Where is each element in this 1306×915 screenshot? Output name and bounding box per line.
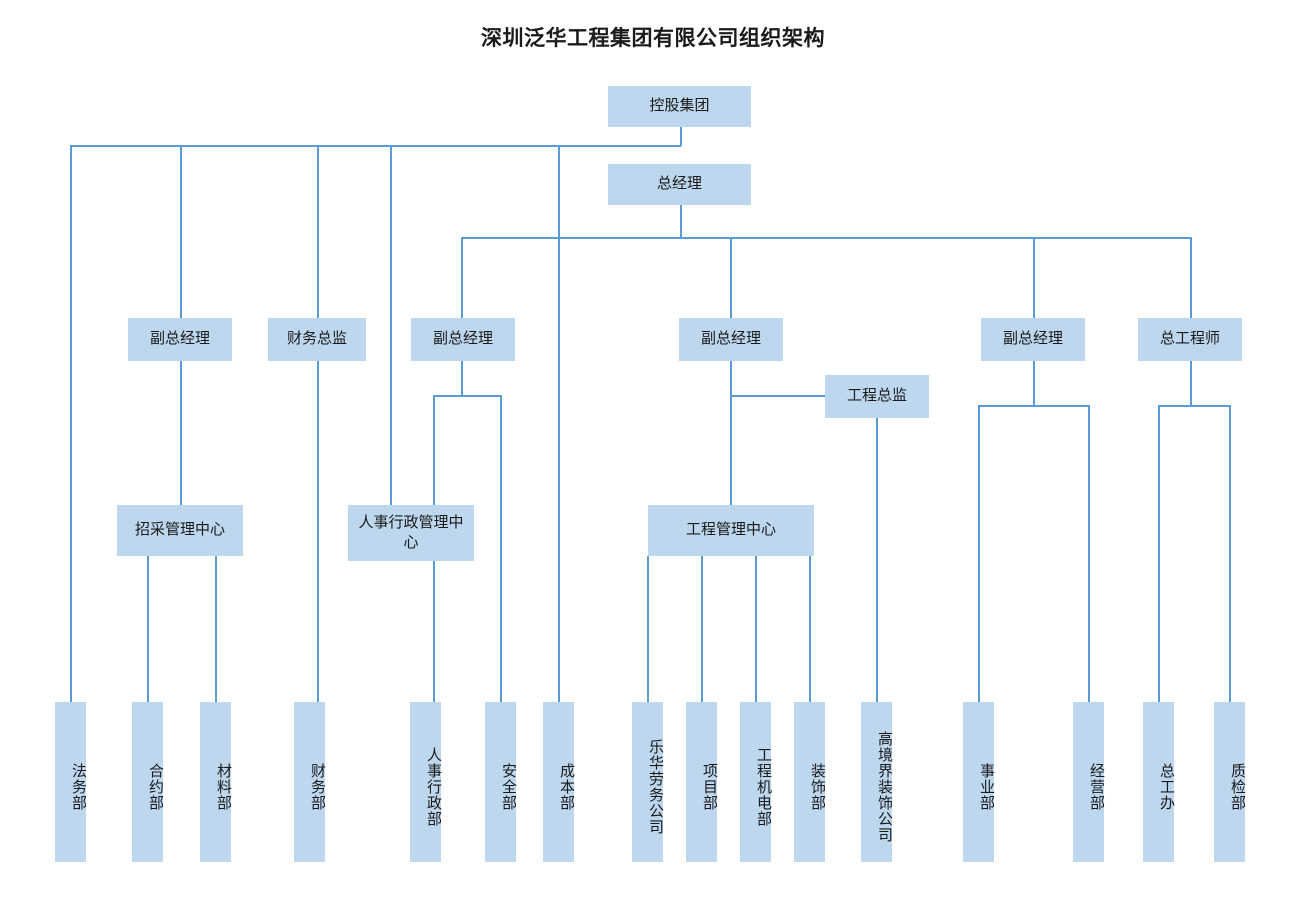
node-label: 总经理 (656, 176, 702, 193)
node-chief-engineer-office[interactable]: 总工办 (1143, 702, 1174, 862)
connector-bus-deputy4 (978, 405, 1089, 407)
connector-chief-engineer-down (1190, 361, 1192, 406)
connector-bus-level2 (461, 237, 1191, 239)
node-label: 安全部 (500, 763, 516, 811)
node-hr-admin-center[interactable]: 人事行政管理中心 (348, 505, 474, 561)
node-finance-dept[interactable]: 财务部 (294, 702, 325, 862)
page-title: 深圳泛华工程集团有限公司组织架构 (481, 27, 825, 50)
connector-hr-center-hr-dept (433, 561, 435, 702)
node-label: 人事行政管理中心 (358, 514, 464, 551)
node-quality-inspection-dept[interactable]: 质检部 (1214, 702, 1245, 862)
node-procurement-center[interactable]: 招采管理中心 (117, 505, 243, 556)
node-deputy-gm-4[interactable]: 副总经理 (981, 318, 1085, 361)
connector-deputy3-engineering-center (730, 361, 732, 505)
connector-drop-finance-director (317, 145, 319, 318)
node-label: 总工程师 (1159, 331, 1220, 348)
node-deputy-gm-3[interactable]: 副总经理 (679, 318, 783, 361)
node-safety-dept[interactable]: 安全部 (485, 702, 516, 862)
connector-bus-chief-engineer (1158, 405, 1230, 407)
node-project-dept[interactable]: 项目部 (686, 702, 717, 862)
node-hr-admin-dept[interactable]: 人事行政部 (410, 702, 441, 862)
node-label: 财务部 (309, 763, 325, 811)
connector-drop-chief-engineer-office (1158, 405, 1160, 702)
connector-holding-down (680, 127, 682, 146)
connector-drop-chief-engineer (1190, 237, 1192, 318)
node-holding-group[interactable]: 控股集团 (608, 86, 751, 127)
connector-deputy2-down (461, 361, 463, 396)
node-cost-dept[interactable]: 成本部 (543, 702, 574, 862)
node-label: 工程机电部 (755, 747, 771, 827)
node-label: 工程管理中心 (685, 522, 776, 539)
connector-engineering-center-lehua (647, 556, 649, 702)
node-engineering-center[interactable]: 工程管理中心 (648, 505, 814, 556)
node-label: 合约部 (147, 763, 163, 811)
node-label: 工程总监 (846, 388, 907, 405)
node-decoration-dept[interactable]: 装饰部 (794, 702, 825, 862)
connector-finance-director-dept (317, 361, 319, 702)
node-label: 控股集团 (649, 98, 710, 115)
connector-deputy3-engineering-director (730, 395, 825, 397)
node-material-dept[interactable]: 材料部 (200, 702, 231, 862)
connector-drop-business-unit (978, 405, 980, 702)
connector-procurement-material (215, 556, 217, 702)
node-legal-dept[interactable]: 法务部 (55, 702, 86, 862)
node-label: 质检部 (1229, 763, 1245, 811)
connector-gm-down (680, 205, 682, 238)
node-label: 副总经理 (700, 331, 761, 348)
connector-deputy4-down (1033, 361, 1035, 406)
connector-bus-level1 (70, 145, 681, 147)
node-label: 副总经理 (1002, 331, 1063, 348)
node-deputy-gm-1[interactable]: 副总经理 (128, 318, 232, 361)
node-label: 高境界装饰公司 (876, 731, 892, 843)
connector-drop-quality-inspection (1229, 405, 1231, 702)
node-gaojingjie-decoration-company[interactable]: 高境界装饰公司 (861, 702, 892, 862)
node-engineering-director[interactable]: 工程总监 (825, 375, 929, 418)
node-finance-director[interactable]: 财务总监 (268, 318, 366, 361)
connector-engineering-director-gaojingjie (876, 418, 878, 702)
node-contract-dept[interactable]: 合约部 (132, 702, 163, 862)
node-label: 经营部 (1088, 763, 1104, 811)
node-label: 人事行政部 (425, 747, 441, 827)
connector-procurement-contract (147, 556, 149, 702)
node-deputy-gm-2[interactable]: 副总经理 (411, 318, 515, 361)
node-label: 项目部 (701, 763, 717, 811)
node-operations-dept[interactable]: 经营部 (1073, 702, 1104, 862)
connector-engineering-center-decoration (809, 556, 811, 702)
node-label: 材料部 (215, 763, 231, 811)
node-label: 装饰部 (809, 763, 825, 811)
connector-drop-deputy2 (461, 237, 463, 318)
node-chief-engineer[interactable]: 总工程师 (1138, 318, 1242, 361)
node-lehua-labor-company[interactable]: 乐华劳务公司 (632, 702, 663, 862)
connector-deputy1-procurement (180, 361, 182, 505)
connector-drop-operations (1088, 405, 1090, 702)
connector-drop-safety-dept (500, 395, 502, 702)
connector-engineering-center-project (701, 556, 703, 702)
node-label: 法务部 (70, 763, 86, 811)
node-label: 总工办 (1158, 763, 1174, 811)
node-mechanical-electrical-dept[interactable]: 工程机电部 (740, 702, 771, 862)
connector-drop-cost (558, 145, 560, 702)
node-label: 副总经理 (432, 331, 493, 348)
connector-drop-deputy3 (730, 237, 732, 318)
connector-engineering-center-mech (755, 556, 757, 702)
connector-drop-legal (70, 145, 72, 702)
node-label: 副总经理 (149, 331, 210, 348)
node-label: 乐华劳务公司 (647, 739, 663, 835)
node-label: 成本部 (558, 763, 574, 811)
node-business-unit-dept[interactable]: 事业部 (963, 702, 994, 862)
connector-bus-deputy2 (433, 395, 502, 397)
node-label: 招采管理中心 (134, 522, 225, 539)
node-label: 财务总监 (286, 331, 347, 348)
connector-drop-hr-center (390, 145, 392, 505)
node-general-manager[interactable]: 总经理 (608, 164, 751, 205)
connector-drop-deputy4 (1033, 237, 1035, 318)
connector-drop-deputy1 (180, 145, 182, 318)
node-label: 事业部 (978, 763, 994, 811)
